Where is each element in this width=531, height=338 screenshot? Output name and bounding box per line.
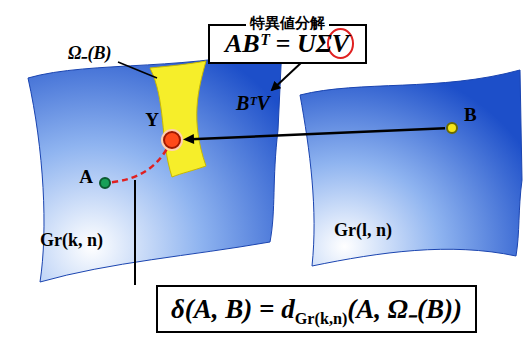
point-marker: A bbox=[99, 177, 111, 189]
pointer-arrow bbox=[272, 62, 302, 90]
formula-text: δ(A, B) = d bbox=[171, 294, 295, 324]
point-label: B bbox=[464, 104, 477, 126]
formula-row: δ(A, B) = dGr(k,n)(A, Ω₋(B)) bbox=[171, 289, 462, 329]
point-marker: B bbox=[446, 122, 458, 134]
dashed-curve bbox=[112, 149, 167, 183]
manifold-left bbox=[28, 45, 282, 282]
process-box: 特異値分解ABᵀ = UΣV bbox=[208, 24, 367, 64]
arrow-line bbox=[191, 128, 445, 139]
formula-text: Gr(k,n) bbox=[295, 310, 348, 328]
formula-text: ABᵀ = UΣV bbox=[225, 29, 349, 59]
point-label: Y bbox=[145, 109, 159, 131]
formula-text: (A, Ω₋(B)) bbox=[347, 294, 462, 324]
manifold-label: Gr(l, n) bbox=[334, 220, 392, 241]
connector bbox=[112, 149, 167, 183]
connector bbox=[183, 128, 445, 144]
arrowhead bbox=[183, 134, 194, 144]
manifold-right bbox=[300, 70, 522, 266]
region-label: Ω₋(B) bbox=[68, 40, 111, 64]
point-label: A bbox=[79, 166, 93, 188]
leader-line bbox=[134, 180, 136, 285]
point-marker: Y bbox=[163, 131, 181, 149]
leader-line bbox=[118, 62, 157, 78]
edge-label: BᵀV bbox=[236, 92, 270, 115]
manifold-label: Gr(k, n) bbox=[40, 230, 103, 251]
formula-box: δ(A, B) = dGr(k,n)(A, Ω₋(B)) bbox=[156, 285, 477, 333]
